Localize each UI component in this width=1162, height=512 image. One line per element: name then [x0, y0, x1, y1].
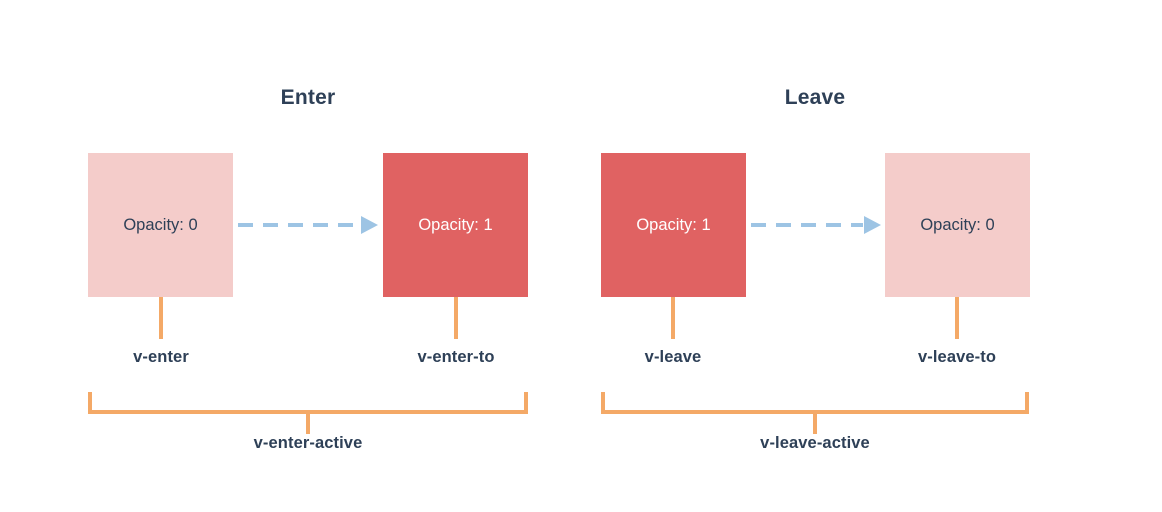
- state-box-v-leave-to: Opacity: 0: [885, 153, 1030, 297]
- caption-v-leave: v-leave: [644, 348, 702, 366]
- state-box-label-v-enter-to: Opacity: 1: [418, 215, 493, 234]
- state-box-label-v-enter: Opacity: 0: [123, 215, 198, 234]
- tick-v-enter-to: [454, 297, 458, 339]
- arrow-shaft: [238, 223, 360, 227]
- state-box-label-v-leave: Opacity: 1: [636, 215, 711, 234]
- caption-v-leave-active: v-leave-active: [760, 434, 870, 452]
- tick-v-enter-active: [306, 414, 310, 434]
- panel-title-leave: Leave: [784, 86, 846, 109]
- caption-v-enter-active: v-enter-active: [253, 434, 363, 452]
- tick-v-leave: [671, 297, 675, 339]
- state-box-v-enter-to: Opacity: 1: [383, 153, 528, 297]
- caption-v-enter-to: v-enter-to: [417, 348, 495, 366]
- arrow-head: [361, 216, 378, 234]
- state-box-v-leave: Opacity: 1: [601, 153, 746, 297]
- arrow-shaft: [751, 223, 863, 227]
- transition-arrow-leave-icon: [751, 215, 881, 235]
- caption-v-leave-to: v-leave-to: [917, 348, 997, 366]
- panel-title-enter: Enter: [280, 86, 336, 109]
- transition-arrow-enter-icon: [238, 215, 378, 235]
- arrow-head: [864, 216, 881, 234]
- bracket-v-leave-active: [601, 392, 1029, 414]
- bracket-v-enter-active: [88, 392, 528, 414]
- state-box-label-v-leave-to: Opacity: 0: [920, 215, 995, 234]
- tick-v-enter: [159, 297, 163, 339]
- tick-v-leave-to: [955, 297, 959, 339]
- caption-v-enter: v-enter: [133, 348, 189, 366]
- tick-v-leave-active: [813, 414, 817, 434]
- state-box-v-enter: Opacity: 0: [88, 153, 233, 297]
